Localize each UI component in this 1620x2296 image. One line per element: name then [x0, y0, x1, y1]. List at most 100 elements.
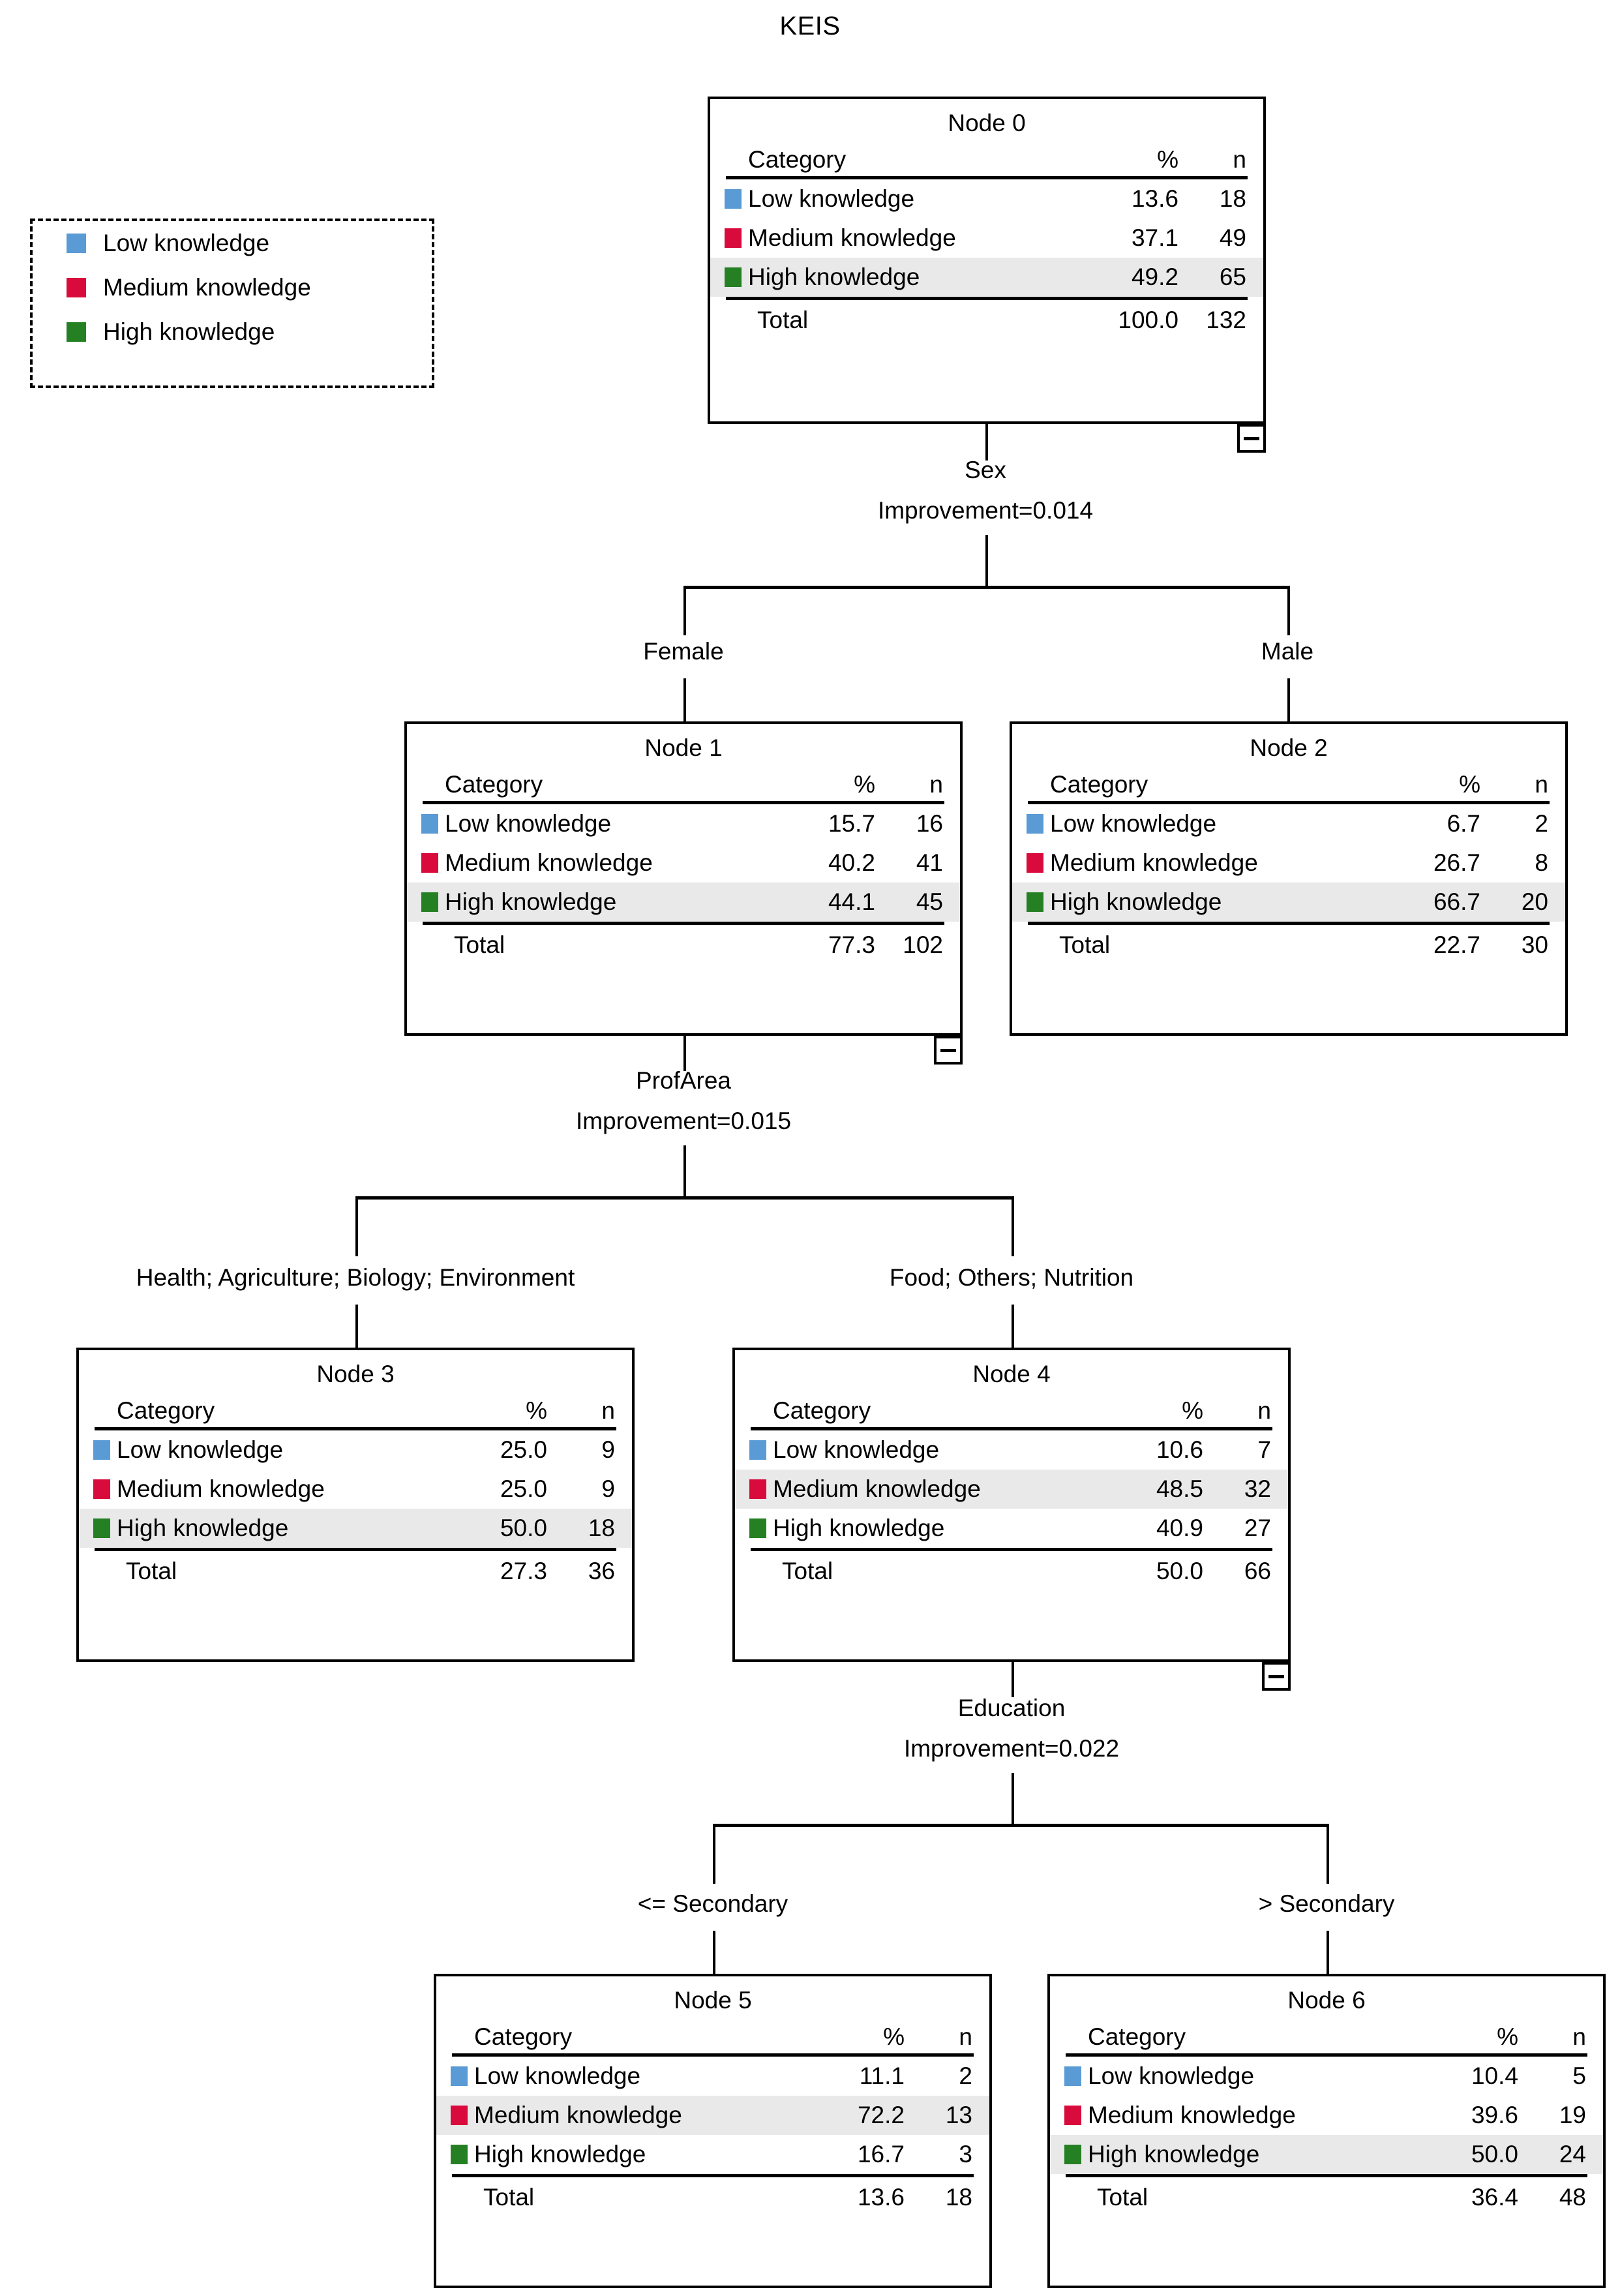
total-label: Total: [126, 1558, 177, 1584]
branch-label-gt-secondary: > Secondary: [1258, 1890, 1395, 1917]
header-rule: [436, 2053, 989, 2057]
table-header-row: Category % n: [735, 1397, 1288, 1427]
header-pct: %: [1182, 1397, 1203, 1424]
collapse-button-node-1[interactable]: [934, 1036, 963, 1065]
row-category: Medium knowledge: [117, 1475, 325, 1502]
collapse-button-node-0[interactable]: [1237, 424, 1266, 453]
tree-node-0[interactable]: Node 0 Category % n Low knowledge 13.6 1…: [708, 97, 1266, 453]
header-pct: %: [1157, 146, 1178, 173]
header-pct: %: [1459, 771, 1480, 798]
tree-node-2[interactable]: Node 2 Category % n Low knowledge 6.7 2 …: [1010, 721, 1568, 1036]
row-category: High knowledge: [773, 1515, 945, 1541]
row-n: 9: [601, 1436, 615, 1463]
row-category: Medium knowledge: [748, 224, 956, 251]
row-swatch-low-icon: [1064, 2066, 1081, 2086]
table-header-row: Category % n: [79, 1397, 632, 1427]
total-rule: [735, 1548, 1288, 1551]
row-pct: 40.2: [828, 849, 875, 876]
connector-node0-down: [985, 424, 988, 461]
table-header-row: Category % n: [710, 146, 1263, 176]
total-row: Total 100.0 132: [710, 300, 1263, 340]
total-pct: 36.4: [1471, 2184, 1518, 2211]
tree-node-4[interactable]: Node 4 Category % n Low knowledge 10.6 7…: [732, 1348, 1291, 1691]
total-row: Total 77.3 102: [407, 925, 960, 965]
header-category: Category: [748, 146, 847, 173]
total-row: Total 36.4 48: [1050, 2177, 1603, 2218]
row-pct: 6.7: [1447, 810, 1480, 837]
table-row: High knowledge 50.0 18: [79, 1509, 632, 1548]
tree-node-3[interactable]: Node 3 Category % n Low knowledge 25.0 9…: [76, 1348, 635, 1662]
connector-profarea-left-down: [355, 1305, 358, 1348]
header-n: n: [929, 771, 943, 798]
row-pct: 25.0: [500, 1475, 547, 1502]
total-n: 36: [588, 1558, 615, 1584]
tree-node-5[interactable]: Node 5 Category % n Low knowledge 11.1 2…: [434, 1974, 992, 2288]
total-pct: 77.3: [828, 931, 875, 958]
split-improvement-education: Improvement=0.022: [903, 1735, 1120, 1762]
header-category: Category: [1088, 2023, 1186, 2050]
header-rule: [1050, 2053, 1603, 2057]
row-swatch-high-icon: [1064, 2145, 1081, 2164]
row-pct: 44.1: [787, 883, 897, 922]
connector-education-right-down: [1327, 1931, 1329, 1974]
row-pct: 16.7: [857, 2141, 905, 2168]
tree-node-1[interactable]: Node 1 Category % n Low knowledge 15.7 1…: [404, 721, 963, 1065]
tree-node-6[interactable]: Node 6 Category % n Low knowledge 10.4 5…: [1047, 1974, 1606, 2288]
total-row: Total 27.3 36: [79, 1551, 632, 1592]
table-row: Medium knowledge 26.7 8: [1012, 843, 1565, 883]
row-category: High knowledge: [1088, 2135, 1430, 2174]
table-header-row: Category % n: [1050, 2023, 1603, 2053]
row-pct: 15.7: [828, 810, 875, 837]
row-n: 32: [1225, 1470, 1288, 1509]
table-row: Low knowledge 15.7 16: [407, 804, 960, 843]
row-n: 8: [1535, 849, 1548, 876]
row-pct: 25.0: [500, 1436, 547, 1463]
row-swatch-medium-icon: [749, 1479, 766, 1499]
total-rule: [1050, 2174, 1603, 2177]
table-row: High knowledge 16.7 3: [436, 2135, 989, 2174]
total-pct: 22.7: [1433, 931, 1480, 958]
branch-label-health-agriculture-biology-environment: Health; Agriculture; Biology; Environmen…: [136, 1264, 575, 1291]
node-0-title: Node 0: [948, 110, 1026, 136]
connector-education-right: [1327, 1824, 1329, 1884]
minus-icon: [1268, 1674, 1284, 1678]
legend-box: Low knowledge Medium knowledge High know…: [30, 219, 434, 388]
connector-sex-bar: [683, 586, 1290, 589]
total-n: 66: [1244, 1558, 1271, 1584]
total-row: Total 13.6 18: [436, 2177, 989, 2218]
total-rule: [436, 2174, 989, 2177]
row-category: Medium knowledge: [773, 1470, 1115, 1509]
collapse-button-node-4[interactable]: [1262, 1662, 1291, 1691]
split-improvement-sex: Improvement=0.014: [877, 497, 1094, 524]
row-n: 49: [1219, 224, 1246, 251]
table-row: High knowledge 44.1 45: [407, 883, 960, 922]
table-row: Low knowledge 11.1 2: [436, 2057, 989, 2096]
table-row: Low knowledge 6.7 2: [1012, 804, 1565, 843]
row-n: 27: [1244, 1515, 1271, 1541]
legend-item-low: Low knowledge: [33, 221, 432, 265]
legend-swatch-high-icon: [67, 322, 86, 342]
row-pct: 13.6: [1131, 185, 1178, 212]
total-rule: [1012, 922, 1565, 925]
row-pct: 50.0: [1430, 2135, 1540, 2174]
connector-node1-down: [683, 1036, 686, 1071]
row-swatch-medium-icon: [1027, 853, 1043, 873]
row-n: 19: [1559, 2102, 1586, 2128]
connector-education-left: [713, 1824, 715, 1884]
total-label: Total: [757, 307, 809, 333]
table-row: Medium knowledge 37.1 49: [710, 219, 1263, 258]
table-row: Low knowledge 10.4 5: [1050, 2057, 1603, 2096]
row-swatch-medium-icon: [93, 1479, 110, 1499]
connector-sex-left: [683, 586, 686, 635]
row-category: Medium knowledge: [1050, 849, 1258, 876]
header-pct: %: [883, 2023, 905, 2050]
row-pct: 10.6: [1156, 1436, 1203, 1463]
table-row: Medium knowledge 48.5 32: [735, 1470, 1288, 1509]
header-category: Category: [474, 2023, 573, 2050]
row-n: 18: [1219, 185, 1246, 212]
row-category: Medium knowledge: [445, 849, 653, 876]
connector-profarea-left: [355, 1196, 358, 1256]
connector-sex-stem: [985, 535, 988, 587]
node-5-title: Node 5: [674, 1987, 752, 2014]
table-row: High knowledge 66.7 20: [1012, 883, 1565, 922]
